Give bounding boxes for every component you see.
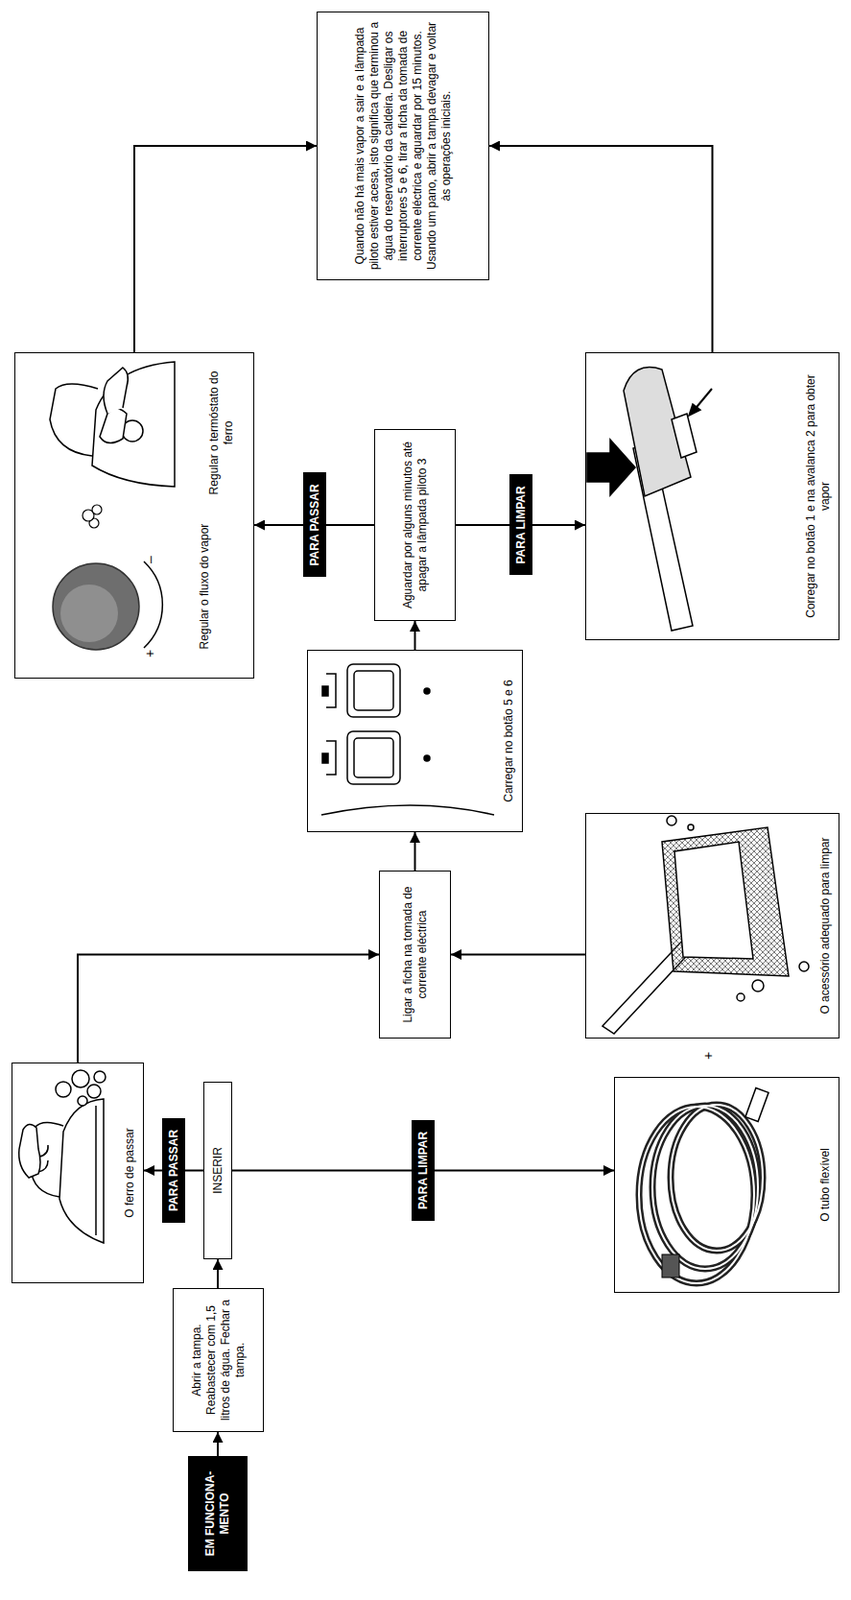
thermostat-hand-illustration-part bbox=[92, 361, 175, 487]
cleaning-accessory-illustration-part bbox=[666, 815, 677, 826]
flow-arrow bbox=[489, 145, 713, 353]
box-text: O ferro de passar bbox=[122, 1068, 138, 1277]
box-text: Aguardar por alguns minutos até apagar a… bbox=[401, 436, 430, 614]
process-box: Aguardar por alguns minutos até apagar a… bbox=[374, 428, 456, 621]
flow-arrow bbox=[134, 145, 317, 353]
branch-label: PARA PASSAR bbox=[303, 472, 327, 577]
picture-box: Regular o fluxo do vaporRegular o termós… bbox=[14, 352, 255, 679]
flow-arrow bbox=[414, 620, 417, 650]
process-box: Abrir a tampa. Reabastecer com 1,5 litro… bbox=[172, 1287, 264, 1432]
box-text: EM FUNCIONA- MENTO bbox=[203, 1462, 233, 1564]
iron-illustration-part bbox=[59, 1098, 104, 1243]
hose-illustration-part bbox=[638, 1104, 763, 1283]
flow-arrow bbox=[77, 954, 379, 1064]
hose-illustration-part-part bbox=[638, 1106, 755, 1283]
steam-gun-illustration-part bbox=[671, 413, 697, 458]
control-panel-illustration bbox=[321, 663, 495, 815]
branch-label: PARA PASSAR bbox=[162, 1117, 186, 1223]
iron-illustration-part bbox=[71, 1069, 90, 1088]
flow-arrow bbox=[414, 831, 417, 871]
box-text: Carregar no botão 5 e 6 bbox=[501, 656, 517, 826]
steam-dial-illustration-part-part bbox=[92, 504, 102, 515]
iron-illustration-part bbox=[87, 1084, 101, 1098]
process-box: INSERIR bbox=[203, 1081, 233, 1259]
iron-illustration-part bbox=[38, 1144, 48, 1172]
box-text: O acessório adequado para limpar bbox=[818, 819, 833, 1032]
start-box: EM FUNCIONA- MENTO bbox=[188, 1455, 248, 1571]
iron-illustration-part bbox=[94, 1105, 97, 1235]
picture-box: O ferro de passar bbox=[11, 1062, 144, 1283]
control-panel-illustration-part bbox=[322, 685, 329, 696]
box-text: O tubo flexível bbox=[818, 1083, 833, 1286]
branch-label: PARA LIMPAR bbox=[509, 473, 533, 575]
steam-dial-illustration-part bbox=[143, 561, 163, 648]
box-text: Quando não há mais vapor a sair e a lâmp… bbox=[353, 19, 454, 273]
steam-dial-illustration bbox=[52, 504, 163, 650]
steam-gun-illustration-part bbox=[587, 439, 636, 496]
hose-illustration bbox=[638, 1087, 769, 1283]
picture-box: O acessório adequado para limpar bbox=[585, 812, 840, 1039]
picture-box: O tubo flexível bbox=[614, 1076, 840, 1293]
cleaning-accessory-illustration-part bbox=[752, 979, 764, 992]
steam-dial-illustration-part bbox=[82, 504, 102, 528]
flow-arrow bbox=[450, 953, 586, 956]
control-panel-illustration-part bbox=[424, 687, 430, 694]
control-panel-illustration-part bbox=[347, 731, 401, 784]
flow-arrow bbox=[216, 1431, 219, 1456]
thermostat-hand-illustration bbox=[49, 361, 175, 487]
control-panel-illustration-part bbox=[354, 670, 394, 710]
flow-arrow bbox=[216, 1258, 219, 1288]
hose-illustration-part bbox=[745, 1087, 769, 1122]
box-text: Regular o fluxo do vapor bbox=[197, 504, 213, 668]
cleaning-accessory-illustration-part bbox=[674, 841, 754, 959]
iron-illustration-part bbox=[19, 1123, 41, 1178]
process-box: Ligar a ficha na tomada de corrente eléc… bbox=[378, 870, 451, 1039]
iron-illustration-part bbox=[55, 1081, 71, 1097]
hose-illustration-part-part bbox=[670, 1104, 763, 1251]
hose-illustration-part-part bbox=[638, 1106, 755, 1283]
iron-illustration-part bbox=[94, 1070, 106, 1083]
process-box: Quando não há mais vapor a sair e a lâmp… bbox=[316, 11, 490, 281]
hose-illustration-part bbox=[661, 1253, 680, 1277]
box-text: Corregar no botão 1 e na avalanca 2 para… bbox=[803, 358, 833, 634]
cleaning-accessory-illustration-part bbox=[799, 961, 809, 971]
picture-box: Corregar no botão 1 e na avalanca 2 para… bbox=[585, 352, 840, 640]
iron-illustration bbox=[19, 1069, 106, 1243]
steam-dial-illustration-part bbox=[52, 563, 140, 650]
hose-illustration-part-part bbox=[652, 1105, 758, 1269]
cleaning-accessory-illustration bbox=[602, 815, 809, 1034]
thermostat-hand-illustration-part bbox=[103, 367, 128, 414]
picture-box: Carregar no botão 5 e 6 bbox=[307, 649, 523, 832]
hose-illustration-part-part bbox=[670, 1104, 763, 1251]
symbol-label: + bbox=[701, 1051, 715, 1060]
box-text: Abrir a tampa. Reabastecer com 1,5 litro… bbox=[189, 1295, 248, 1424]
control-panel-illustration-part bbox=[424, 755, 430, 761]
thermostat-hand-illustration-part bbox=[99, 408, 127, 444]
box-text: Regular o termóstato do ferro bbox=[207, 360, 237, 505]
cleaning-accessory-illustration-part bbox=[736, 992, 745, 1001]
steam-gun-illustration-part bbox=[688, 403, 701, 416]
box-text: Ligar a ficha na tomada de corrente eléc… bbox=[401, 877, 430, 1031]
steam-gun-illustration bbox=[587, 367, 712, 631]
iron-illustration-part bbox=[77, 1095, 88, 1106]
symbol-label: – bbox=[142, 555, 157, 564]
cleaning-accessory-illustration-part bbox=[661, 827, 789, 976]
control-panel-illustration-part bbox=[322, 753, 329, 763]
control-panel-illustration-part bbox=[354, 737, 394, 778]
hose-illustration-part bbox=[638, 1104, 763, 1283]
box-text: INSERIR bbox=[211, 1146, 226, 1194]
steam-dial-illustration-part bbox=[60, 584, 119, 642]
symbol-label: + bbox=[142, 649, 157, 658]
control-panel-illustration-part bbox=[321, 804, 495, 815]
control-panel-illustration-part bbox=[347, 663, 401, 717]
branch-label: PARA LIMPAR bbox=[411, 1119, 435, 1221]
cleaning-accessory-illustration-part bbox=[687, 824, 694, 830]
thermostat-hand-illustration-part bbox=[49, 383, 98, 456]
